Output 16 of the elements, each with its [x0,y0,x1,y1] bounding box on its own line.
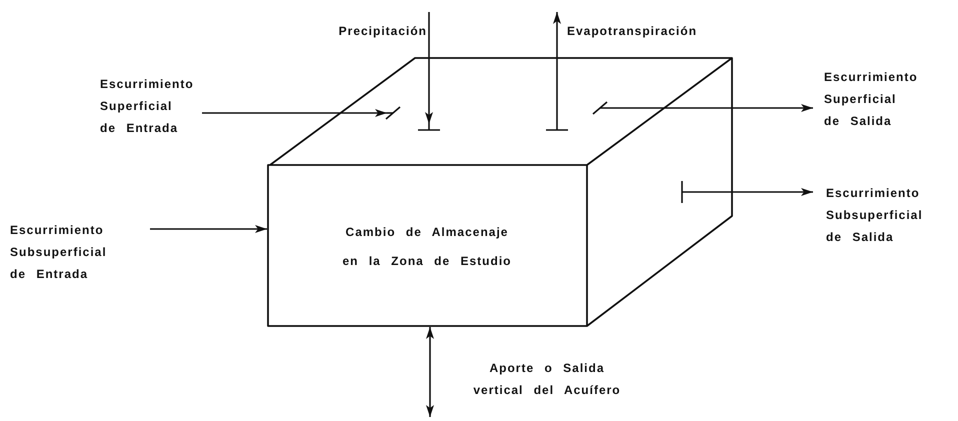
flow-label: Escurrimiento Subsuperficial de Entrada [10,222,108,283]
arrow [202,106,401,120]
arrow [426,327,434,417]
flow-label: Escurrimiento Superficial de Salida [824,69,919,130]
block-label: Cambio de Almacenaje en la Zona de Estudio [342,224,512,270]
flow-label: Escurrimiento Subsuperficial de Salida [826,185,924,246]
flow-label: Aporte o Salida vertical del Acuífero [472,360,622,399]
flow-label: Escurrimiento Superficial de Entrada [100,76,195,137]
flow-label: Evapotranspiración [567,23,698,40]
arrow [681,181,813,203]
flow-label: Precipitación [338,23,427,40]
arrow [592,101,813,115]
arrow [150,225,267,233]
arrow [546,12,568,131]
arrow [418,12,440,131]
storage-block-drawing [267,57,733,327]
